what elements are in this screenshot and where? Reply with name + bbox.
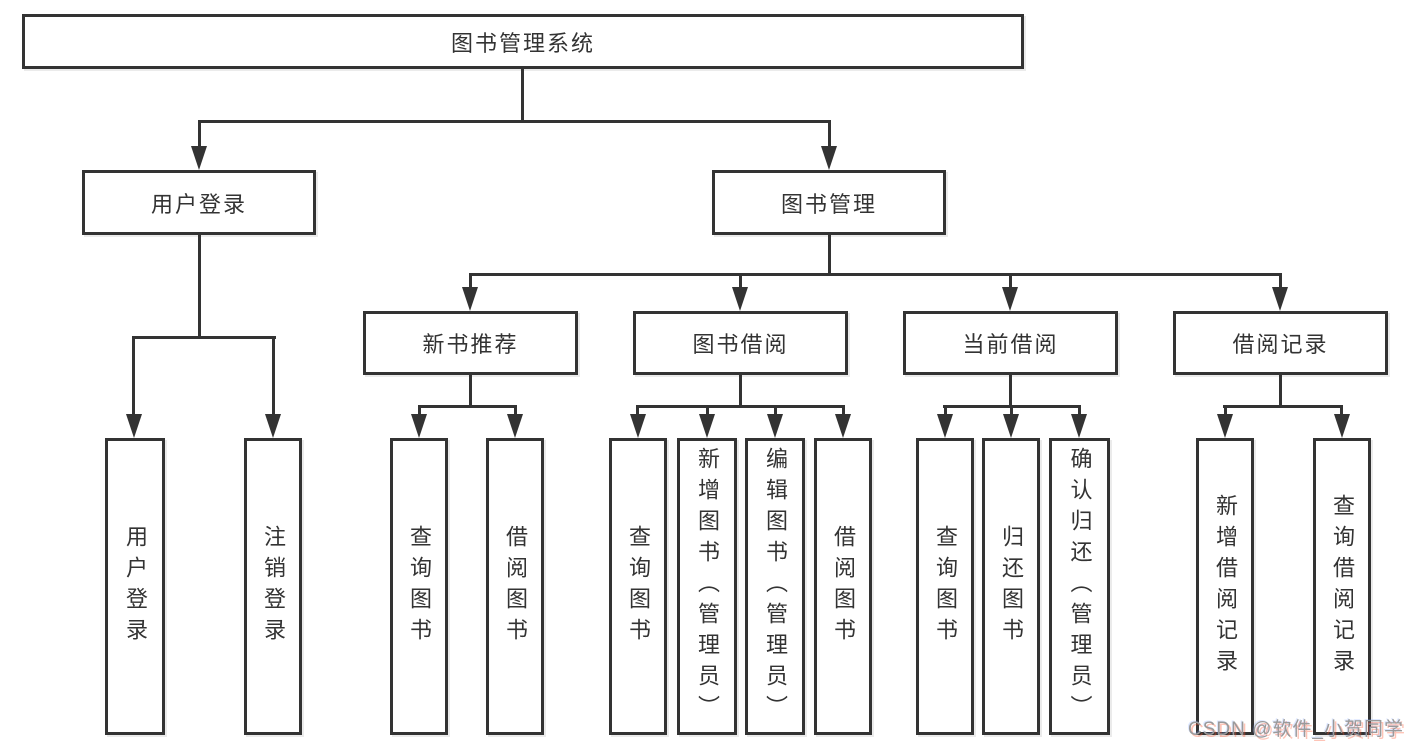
- node-current-borrowing: 当前借阅: [903, 311, 1118, 375]
- node-user-login: 用户登录: [82, 170, 316, 235]
- connector-line: [514, 405, 517, 416]
- arrow-down-icon: [265, 414, 281, 438]
- arrow-down-icon: [126, 414, 142, 438]
- connector-line: [418, 405, 517, 408]
- connector-line: [636, 405, 845, 408]
- leaf-recommend-query-books: 查询图书: [390, 438, 448, 735]
- arrow-down-icon: [630, 414, 646, 438]
- connector-line: [1078, 405, 1081, 416]
- connector-line: [198, 235, 201, 336]
- connector-line: [828, 235, 831, 273]
- connector-line: [521, 69, 524, 120]
- leaf-add-books-admin: 新增图书（管理员）: [677, 438, 737, 735]
- node-book-borrowing: 图书借阅: [633, 311, 848, 375]
- leaf-label: 新增图书（管理员）: [695, 447, 720, 726]
- leaf-borrowing-query-books: 查询图书: [609, 438, 667, 735]
- arrow-down-icon: [411, 414, 427, 438]
- leaf-edit-books-admin: 编辑图书（管理员）: [745, 438, 805, 735]
- arrow-down-icon: [1217, 414, 1233, 438]
- connector-line: [132, 336, 135, 418]
- arrow-down-icon: [1272, 287, 1288, 311]
- leaf-borrowing-borrow-books: 借阅图书: [814, 438, 872, 735]
- connector-line: [774, 405, 777, 416]
- arrow-down-icon: [699, 414, 715, 438]
- node-label: 用户登录: [150, 191, 247, 217]
- leaf-user-login: 用户登录: [105, 438, 165, 735]
- connector-line: [1223, 405, 1343, 408]
- node-root: 图书管理系统: [22, 14, 1024, 69]
- leaf-recommend-borrow-books: 借阅图书: [486, 438, 544, 735]
- connector-line: [1009, 375, 1012, 408]
- leaf-label: 编辑图书（管理员）: [763, 447, 788, 726]
- arrow-down-icon: [507, 414, 523, 438]
- arrow-down-icon: [191, 146, 207, 170]
- leaf-label: 借阅图书: [503, 524, 528, 649]
- connector-line: [469, 273, 1282, 276]
- connector-line: [944, 405, 947, 416]
- node-root-label: 图书管理系统: [450, 30, 595, 56]
- connector-line: [1279, 375, 1282, 408]
- leaf-label: 确认归还（管理员）: [1067, 447, 1093, 726]
- leaf-label: 查询图书: [626, 524, 651, 649]
- arrow-down-icon: [767, 414, 783, 438]
- node-book-management: 图书管理: [712, 170, 946, 235]
- arrow-down-icon: [1071, 414, 1087, 438]
- node-new-book-recommendation: 新书推荐: [363, 311, 578, 375]
- connector-line: [272, 336, 275, 418]
- leaf-query-borrow-record: 查询借阅记录: [1313, 438, 1371, 735]
- arrow-down-icon: [732, 287, 748, 311]
- arrow-down-icon: [821, 146, 837, 170]
- leaf-current-query-books: 查询图书: [916, 438, 974, 735]
- leaf-add-borrow-record: 新增借阅记录: [1196, 438, 1254, 735]
- node-label: 当前借阅: [962, 332, 1059, 357]
- leaf-confirm-return-admin: 确认归还（管理员）: [1049, 438, 1110, 735]
- arrow-down-icon: [1002, 287, 1018, 311]
- leaf-return-books: 归还图书: [982, 438, 1040, 735]
- leaf-label: 注销登录: [261, 524, 286, 649]
- connector-line: [828, 120, 831, 148]
- arrow-down-icon: [1334, 414, 1350, 438]
- connector-line: [1279, 273, 1282, 289]
- connector-line: [132, 336, 276, 339]
- arrow-down-icon: [462, 287, 478, 311]
- leaf-label: 查询图书: [407, 524, 432, 649]
- connector-line: [198, 120, 831, 123]
- connector-line: [1224, 405, 1227, 416]
- connector-line: [706, 405, 709, 416]
- connector-line: [636, 405, 639, 416]
- node-label: 新书推荐: [422, 332, 519, 357]
- leaf-label: 查询图书: [933, 524, 958, 649]
- connector-line: [198, 120, 201, 148]
- csdn-watermark: CSDN @软件_小贺同学: [1188, 719, 1404, 740]
- node-borrowing-records: 借阅记录: [1173, 311, 1388, 375]
- connector-line: [739, 273, 742, 289]
- leaf-label: 借阅图书: [831, 524, 856, 649]
- connector-line: [1340, 405, 1343, 416]
- node-label: 借阅记录: [1232, 332, 1329, 357]
- connector-line: [469, 273, 472, 289]
- connector-line: [739, 375, 742, 408]
- leaf-label: 查询借阅记录: [1330, 493, 1355, 680]
- leaf-label: 归还图书: [999, 524, 1024, 649]
- connector-line: [469, 375, 472, 408]
- connector-line: [842, 405, 845, 416]
- leaf-logout-login: 注销登录: [244, 438, 302, 735]
- connector-line: [418, 405, 421, 416]
- arrow-down-icon: [835, 414, 851, 438]
- connector-line: [1009, 273, 1012, 289]
- arrow-down-icon: [937, 414, 953, 438]
- node-label: 图书借阅: [692, 332, 789, 357]
- node-label: 图书管理: [780, 191, 877, 217]
- leaf-label: 用户登录: [123, 524, 148, 649]
- arrow-down-icon: [1003, 414, 1019, 438]
- connector-line: [1010, 405, 1013, 416]
- leaf-label: 新增借阅记录: [1213, 493, 1238, 680]
